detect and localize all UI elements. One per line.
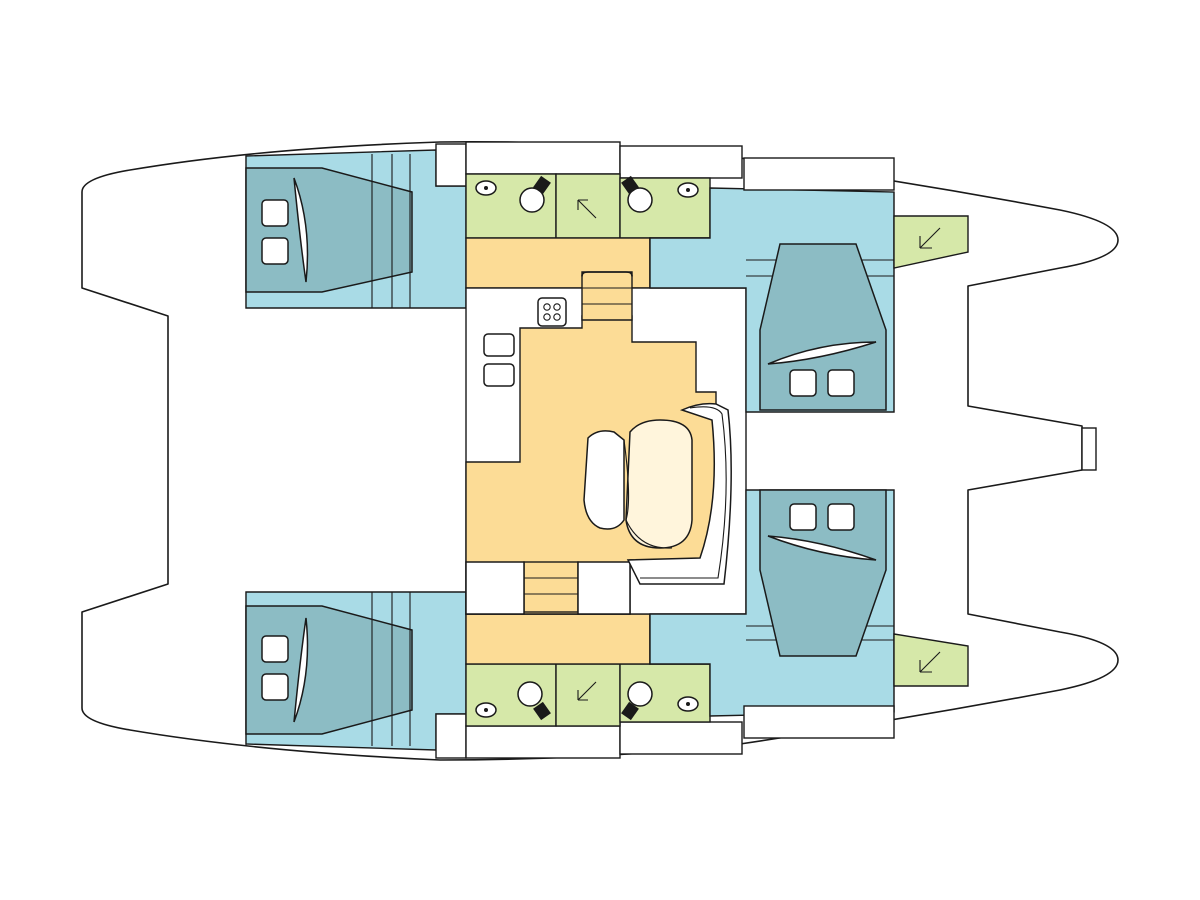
stove-icon xyxy=(537,297,567,327)
bed-icon xyxy=(759,489,887,657)
toilet-icon xyxy=(627,187,653,213)
pillow-icon xyxy=(261,237,289,265)
toilet-icon xyxy=(517,681,543,707)
pillow-icon xyxy=(827,369,855,397)
cabin-port-forward[interactable] xyxy=(649,157,969,413)
bed-icon xyxy=(759,243,887,411)
pillow-icon xyxy=(261,635,289,663)
cabin-starboard-forward[interactable] xyxy=(649,489,969,739)
pillow-icon xyxy=(827,503,855,531)
shower-icon xyxy=(577,681,597,701)
toilet-icon xyxy=(627,681,653,707)
bow-step xyxy=(1081,427,1097,471)
pillow-icon xyxy=(789,503,817,531)
pillow-icon xyxy=(261,673,289,701)
stairs-icon xyxy=(465,561,631,615)
pillow-icon xyxy=(261,199,289,227)
sofa-icon xyxy=(626,402,732,585)
stairs-icon xyxy=(581,271,633,321)
table-icon xyxy=(625,419,693,549)
pillow-icon xyxy=(789,369,817,397)
toilet-icon xyxy=(519,187,545,213)
salon[interactable] xyxy=(465,237,747,665)
cabin-port-aft[interactable] xyxy=(245,143,467,309)
bed-icon xyxy=(245,167,413,293)
shower-icon xyxy=(577,199,597,219)
heads-port xyxy=(465,141,744,246)
sink-icon xyxy=(483,333,515,357)
cabin-starboard-aft[interactable] xyxy=(245,591,467,759)
bed-icon xyxy=(245,605,413,735)
sink-icon xyxy=(483,363,515,387)
heads-starboard xyxy=(465,660,744,759)
